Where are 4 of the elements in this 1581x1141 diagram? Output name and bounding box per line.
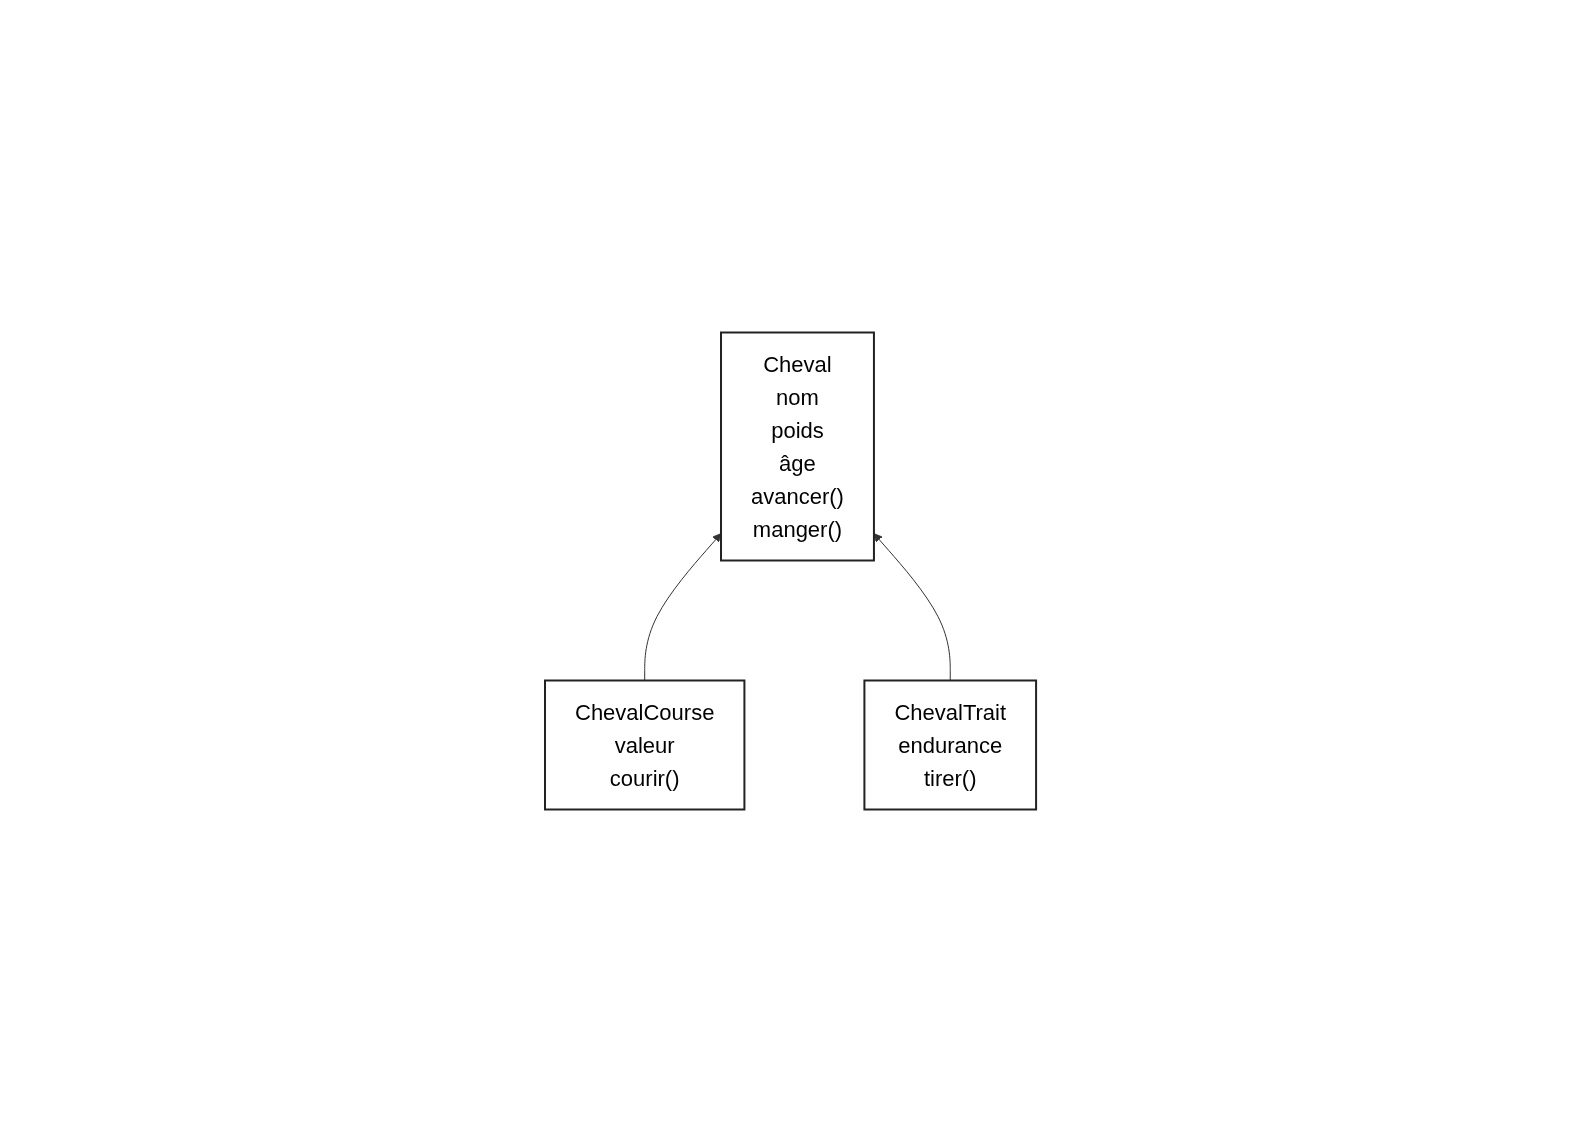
node-box: ChevalTrait endurance tirer()	[863, 679, 1038, 810]
node-box: Cheval nom poids âge avancer() manger()	[719, 331, 875, 561]
arrow	[873, 532, 951, 681]
node-box: ChevalCourse valeur courir()	[543, 679, 746, 810]
